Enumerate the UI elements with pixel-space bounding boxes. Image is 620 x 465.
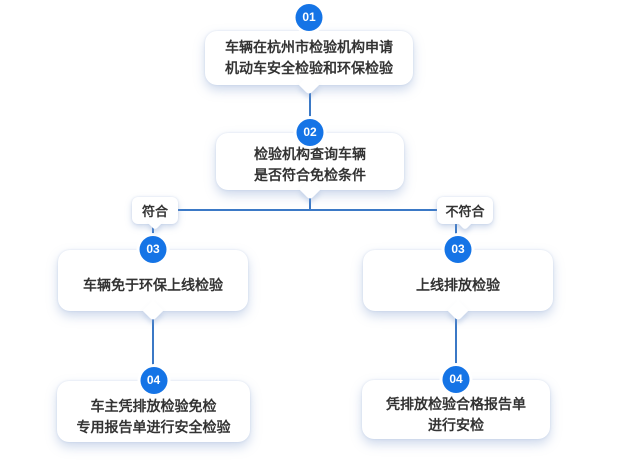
connector-nomatch-step3 xyxy=(455,222,457,246)
step-4-right-badge: 04 xyxy=(442,366,470,393)
step-2-text-line2: 是否符合免检条件 xyxy=(254,166,366,183)
step-4-left-text-line2: 专用报告单进行安全检验 xyxy=(76,418,231,435)
step-2-badge: 02 xyxy=(296,119,324,146)
step-3-left-badge: 03 xyxy=(139,236,167,263)
step-1-badge: 01 xyxy=(295,4,323,31)
step-3-left-node: 03 车辆免于环保上线检验 xyxy=(58,236,248,322)
step-4-left-node: 04 车主凭排放检验免检 专用报告单进行安全检验 xyxy=(57,367,250,442)
step-1-text-line2: 机动车安全检验和环保检验 xyxy=(225,60,393,76)
step-3-right-text: 上线排放检验 xyxy=(416,277,500,293)
step-4-right-text-line2: 进行安检 xyxy=(428,416,484,433)
connector-step2-branch xyxy=(309,192,311,211)
step-4-left-text-line1: 车主凭排放检验免检 xyxy=(90,397,217,414)
connector-branch-horizontal xyxy=(150,209,462,211)
step-4-right-text-line1: 凭排放检验合格报告单 xyxy=(386,395,526,412)
connector-match-step3 xyxy=(152,222,154,246)
step-3-right-node: 03 上线排放检验 xyxy=(363,236,553,322)
branch-label-match: 符合 xyxy=(132,197,178,231)
connector-step1-step2 xyxy=(309,86,311,122)
connector-right-step3-step4 xyxy=(455,310,457,374)
step-3-right-badge: 03 xyxy=(444,236,472,263)
step-1-text-line1: 车辆在杭州市检验机构申请 xyxy=(225,39,393,55)
step-4-right-node: 04 凭排放检验合格报告单 进行安检 xyxy=(362,366,550,439)
branch-label-no-match: 不符合 xyxy=(437,197,493,231)
step-1-node: 01 车辆在杭州市检验机构申请 机动车安全检验和环保检验 xyxy=(205,4,413,96)
step-2-node: 02 检验机构查询车辆 是否符合免检条件 xyxy=(216,119,404,201)
branch-label-match-text: 符合 xyxy=(141,204,168,219)
step-3-left-tail xyxy=(142,299,164,322)
step-3-left-text: 车辆免于环保上线检验 xyxy=(83,277,223,293)
step-4-left-badge: 04 xyxy=(140,367,167,394)
connector-left-step3-step4 xyxy=(152,310,154,374)
step-3-right-tail xyxy=(447,299,469,322)
step-2-text-line1: 检验机构查询车辆 xyxy=(254,145,366,162)
branch-label-no-match-text: 不符合 xyxy=(445,204,485,219)
